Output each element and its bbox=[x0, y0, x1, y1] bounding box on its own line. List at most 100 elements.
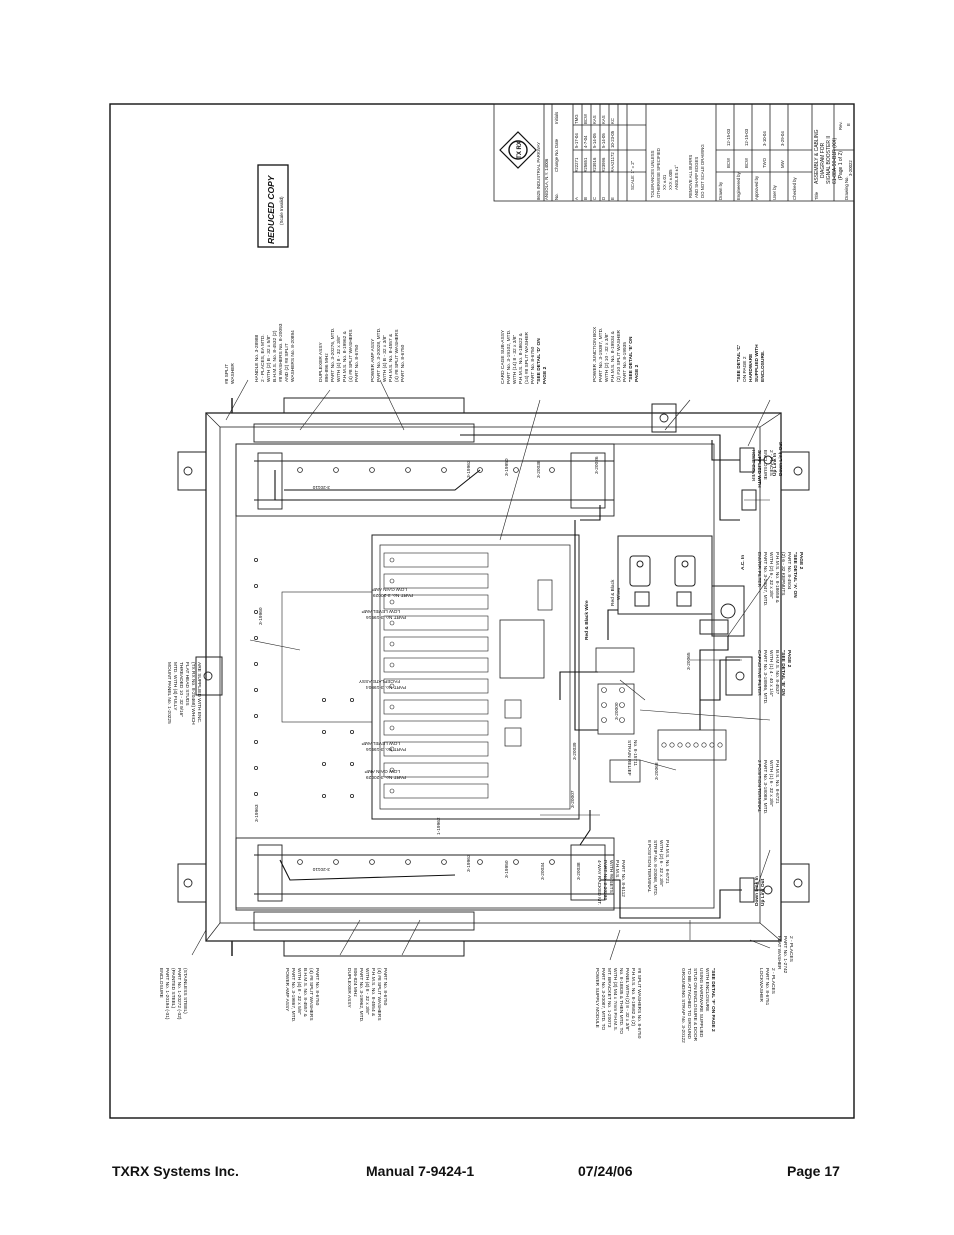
power-amp-top bbox=[253, 423, 475, 443]
callout-line: 2 POSITION TERMINAL bbox=[756, 760, 762, 813]
tolerance-line: TOLERANCES UNLESS bbox=[650, 150, 655, 198]
wire-label: Red & Black bbox=[610, 579, 616, 606]
uplink-out-label: Up Link Out bbox=[760, 878, 766, 906]
screw-dot bbox=[297, 467, 303, 473]
part-number: 3-20110 bbox=[312, 866, 330, 872]
uplink-in-label: Up Link In bbox=[772, 453, 778, 476]
part-number: 3-20038 bbox=[576, 862, 582, 880]
callout-line: PAGE 2 bbox=[786, 650, 792, 668]
tolerance-line: OTHERWISE SPECIFIED bbox=[656, 148, 661, 198]
fan-bottom bbox=[257, 844, 283, 902]
screw-dot bbox=[513, 859, 519, 865]
tolerance-line: ANGLES ±1° bbox=[674, 165, 679, 190]
panel-hole bbox=[253, 792, 258, 797]
card-slot bbox=[383, 678, 489, 694]
callout-line: PART No. 3-18089, MTD. bbox=[762, 760, 768, 814]
part-number: 3-19950 bbox=[504, 458, 510, 476]
drawing-title-line: DIAGRAM FOR bbox=[820, 142, 826, 178]
panel-hole bbox=[321, 730, 326, 735]
card-screw bbox=[389, 599, 395, 605]
callout-line: B.H.M.S. No. 8-4532 (2) bbox=[272, 330, 278, 382]
part-number: 3-20034 bbox=[540, 862, 546, 880]
terminal-screw bbox=[693, 742, 699, 748]
part-number: 3-20026 bbox=[594, 456, 600, 474]
callout-line: POWER JUNCTION BOX bbox=[592, 326, 598, 382]
revision-date: 4-7-04 bbox=[583, 135, 588, 148]
card-slot bbox=[383, 594, 489, 610]
card-screw bbox=[389, 557, 395, 563]
panel-hole bbox=[253, 766, 258, 771]
screw-dot bbox=[297, 859, 303, 865]
card-screw bbox=[389, 725, 395, 731]
callout-line: WITH (4) 8 - 32 x 3/8" bbox=[364, 968, 370, 1015]
callout-line: "SEE DETAIL 'C' bbox=[736, 345, 742, 382]
revision-initials: BCW bbox=[583, 113, 588, 124]
company-logo: TX RX bbox=[499, 131, 537, 169]
revision-date: 5-14-05 bbox=[592, 133, 597, 148]
callout-line: STUD ON ENCLOSURE & DOOR bbox=[692, 968, 698, 1042]
callout-line: MOUNT PANEL No. 1-20225 bbox=[166, 662, 172, 724]
callout-line: POWER AMP ASSY bbox=[284, 968, 290, 1012]
card-cage bbox=[371, 534, 580, 820]
approved-label: Approved by bbox=[754, 175, 759, 200]
callout-line: ARE SUPPLIED WITH ENC. bbox=[196, 662, 202, 723]
callout-line: 806-824 MHz bbox=[352, 968, 358, 997]
part-number: 3-19960 bbox=[258, 607, 264, 625]
callout-line: 8 POSITION TERMINAL bbox=[646, 840, 652, 893]
terminal-screw bbox=[619, 717, 625, 723]
callout-line: HOLE COVER bbox=[750, 450, 756, 482]
callout-line: PART No. 3-20232 bbox=[602, 860, 608, 900]
callout-line: "SEE DETAIL 'D' ON bbox=[536, 338, 542, 384]
drawing-border bbox=[109, 103, 855, 1119]
drawing-title: ASSEMBLY & CABLING DIAGRAM FOR SIGNAL BO… bbox=[814, 129, 844, 184]
callout-line: PART No. 3-19962, MTD. bbox=[358, 968, 364, 1022]
downlink-in-label: Down Link In bbox=[754, 876, 760, 906]
terminal-screw bbox=[717, 742, 723, 748]
callout-line: P.H.M.S. No. 8-6721 bbox=[774, 760, 780, 804]
engineer-value: BCW bbox=[744, 157, 749, 168]
revision-no: C bbox=[592, 197, 597, 200]
drawing-no-label: Drawing No. bbox=[844, 176, 849, 200]
terminal-screw bbox=[669, 742, 675, 748]
panel-hole bbox=[253, 610, 258, 615]
callout-line: "SEE DETAIL 'B' ON bbox=[780, 650, 786, 696]
screw-dot bbox=[369, 859, 375, 865]
user-label: User by bbox=[772, 184, 777, 200]
callout-line: PANEL WITH (2) 8 - 32 x 3/8" bbox=[624, 968, 630, 1031]
callout-line: MT. BRACKET No. 1-20073 bbox=[606, 968, 612, 1028]
connector-block-bottom bbox=[570, 844, 606, 901]
callout-line: P.H.M.S. No. 8-19962 & bbox=[342, 330, 348, 382]
top-assemblies bbox=[235, 423, 615, 931]
revision-initials: TMG bbox=[574, 114, 579, 124]
callout-line: DUPLEXER ASSY bbox=[346, 968, 352, 1009]
rev-value: E bbox=[846, 123, 851, 126]
callout-line: PART No. 8-6751 bbox=[764, 968, 770, 1006]
card-slots bbox=[383, 552, 489, 799]
revision-change: #23996 bbox=[601, 157, 606, 172]
callout-line: (14) #8 SPLIT WASHER bbox=[524, 331, 530, 384]
callout-line: PART No. 8-6750 bbox=[530, 346, 536, 384]
uplink-connector-top bbox=[739, 447, 773, 473]
drawing-title-line: ASSEMBLY & CABLING bbox=[814, 129, 820, 184]
callout-line: No. 8-18835 & THEN MTD. TO bbox=[618, 968, 624, 1034]
drawn-by-date: 12-15-03 bbox=[726, 128, 731, 146]
part-number: 3-20000 bbox=[614, 702, 620, 720]
screw-dot bbox=[513, 467, 519, 473]
callout-line: LOCKWASHER bbox=[758, 968, 764, 1002]
module-label-lga-top-part: PART No. 3-20029 bbox=[373, 592, 413, 598]
panel-hole bbox=[349, 730, 354, 735]
callout-line: (2) #10 SPLIT WASHER bbox=[616, 329, 622, 382]
callout-line: PART No. 8-6750 bbox=[314, 968, 320, 1006]
callout-line: WITH #6 SETS bbox=[608, 860, 614, 893]
revision-no: D bbox=[601, 197, 606, 200]
revision-header-date: Date bbox=[554, 138, 559, 148]
power-junction-box bbox=[617, 535, 713, 615]
